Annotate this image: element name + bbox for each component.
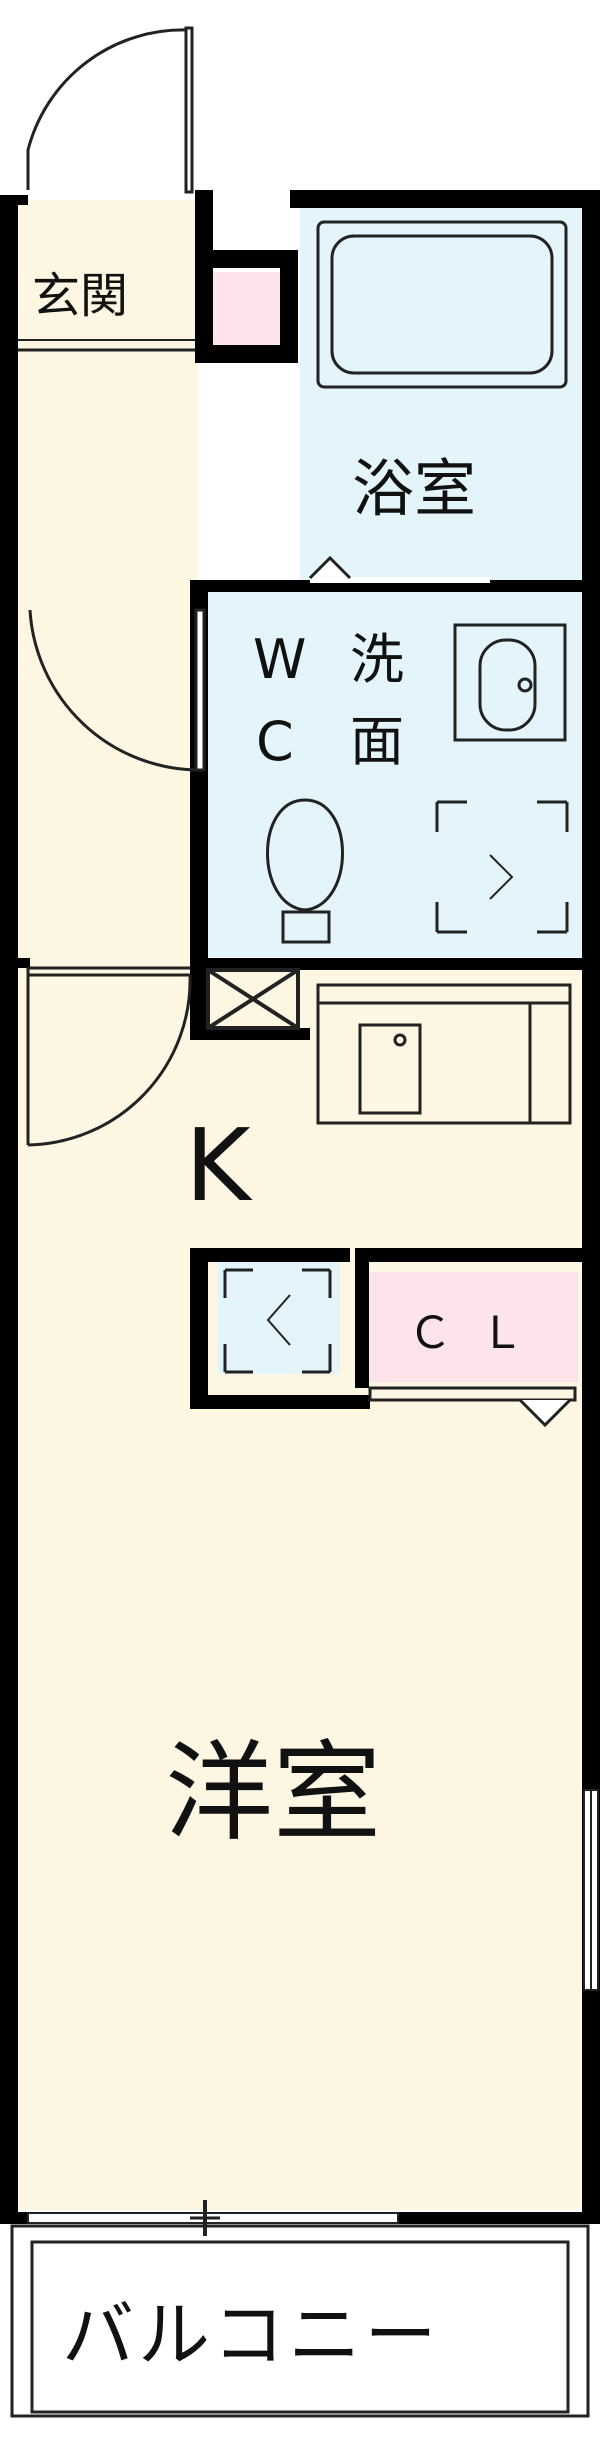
kitchen-label: K (185, 1107, 253, 1224)
balcony (10, 2224, 590, 2418)
wc-label-w: W (253, 628, 306, 691)
entrance-door (26, 26, 194, 194)
washroom-floor (205, 592, 582, 957)
western-room-floor (18, 1240, 582, 2210)
pipe-space (206, 968, 300, 1030)
closet-label: ＣＬ (408, 1308, 552, 1359)
entrance-step (210, 272, 285, 347)
washroom-door (28, 608, 206, 772)
side-window (583, 1789, 599, 1991)
closet-door (368, 1386, 577, 1428)
toilet (266, 798, 344, 944)
washbasin (453, 623, 567, 742)
washroom-label-top: 洗 (350, 628, 404, 691)
closet-floor (368, 1272, 578, 1382)
kitchen-counter (316, 983, 572, 1125)
storage-space (223, 1268, 332, 1374)
western-room-label: 洋室 (165, 1731, 381, 1856)
bath-door-marker (308, 555, 352, 580)
hallway-floor (18, 350, 198, 970)
genkan-label: 玄関 (32, 268, 128, 324)
balcony-window (27, 2200, 399, 2236)
bath-label: 浴室 (352, 452, 476, 525)
walls (0, 190, 600, 2224)
balcony-label: バルコニー (62, 2293, 441, 2377)
wc-label-c: C (256, 710, 294, 773)
storage-floor (218, 1262, 340, 1374)
kitchen-door (26, 966, 192, 1147)
bathroom-floor (300, 205, 582, 580)
bathtub (316, 220, 568, 389)
washing-machine-space (435, 800, 569, 934)
washroom-label-bottom: 面 (350, 710, 404, 773)
genkan-floor (18, 200, 198, 350)
